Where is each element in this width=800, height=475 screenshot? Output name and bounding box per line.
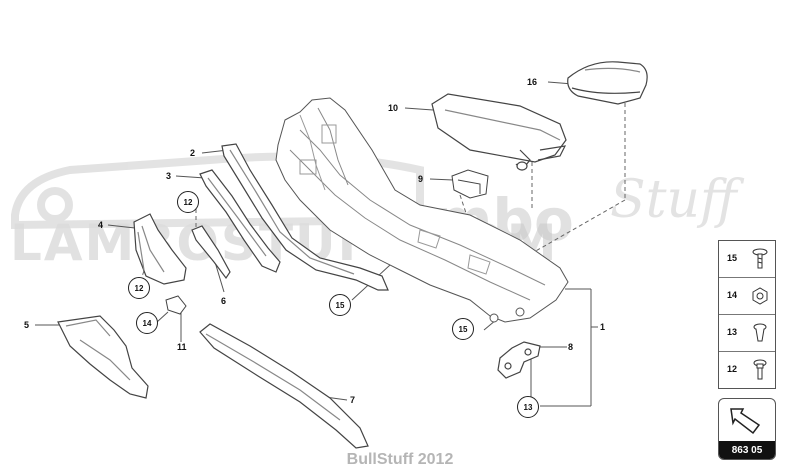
part-3-trim-strip [199,169,281,273]
part-9-bracket [451,169,489,199]
part-6-strip [191,225,231,280]
circled-callout-15: 15 [452,318,474,340]
diagram-reference-box: 863 05 [718,398,776,460]
legend-number: 15 [727,253,738,263]
legend-row: 13 [719,315,775,352]
bolt-icon [753,359,767,380]
callout-16: 16 [527,77,538,87]
callout-9: 9 [418,174,424,184]
diagram-reference-code: 863 05 [719,441,775,459]
part-7-lower-trim [199,323,369,449]
callout-10: 10 [388,103,399,113]
nut-icon [752,287,768,305]
circled-callout-15: 15 [329,294,351,316]
clip-icon [753,323,767,342]
part-11-clip [165,295,187,315]
legend-number: 12 [727,364,738,374]
callout-8: 8 [568,342,574,352]
legend-row: 14 [719,278,775,315]
part-1-console-carrier [275,97,569,323]
circled-callout-12: 12 [128,277,150,299]
part-5-side-cover [57,315,149,399]
callout-7: 7 [350,395,356,405]
circled-callout-14: 14 [136,312,158,334]
legend-number: 14 [727,290,738,300]
part-4-side-panel [133,213,187,285]
fastener-legend: 15 14 13 12 [718,240,776,389]
callout-1: 1 [600,322,606,332]
legend-row: 15 [719,241,775,278]
legend-number: 13 [727,327,738,337]
callout-11: 11 [177,342,187,352]
arrow-icon [730,408,761,435]
callout-2: 2 [190,148,196,158]
part-16-armrest-pad [567,61,648,105]
callout-5: 5 [24,320,30,330]
footer-credit: BullStuff 2012 [346,451,454,468]
callout-4: 4 [98,220,104,230]
callout-6: 6 [221,296,227,306]
part-2-trim-strip [221,143,389,291]
part-10-armrest-lid [431,93,567,171]
legend-row: 12 [719,352,775,388]
callout-3: 3 [166,171,172,181]
circled-callout-12: 12 [177,191,199,213]
watermark-script: Stuff [610,170,737,230]
watermark-car-icon [11,152,424,230]
circled-callout-13: 13 [517,396,539,418]
part-8-bracket [497,341,541,379]
screw-icon [752,248,768,269]
